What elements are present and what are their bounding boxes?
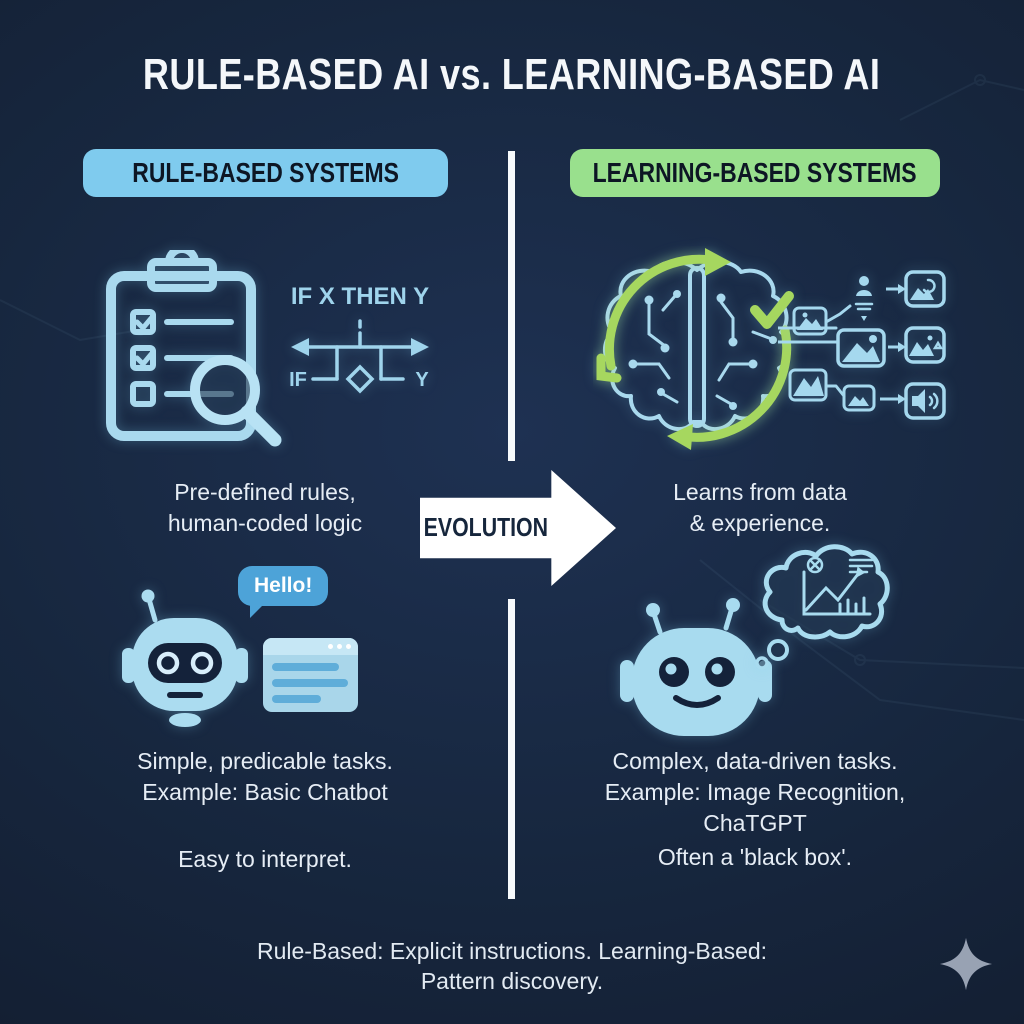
clipboard-checklist-icon bbox=[106, 250, 282, 447]
rule-label: IF X THEN Y bbox=[290, 283, 430, 310]
center-divider-bottom bbox=[508, 599, 515, 899]
learning-tasks-line3: ChaTGPT bbox=[703, 810, 807, 836]
learning-based-header: LEARNING-BASED SYSTEMS bbox=[570, 149, 940, 197]
chatbot-robot-icon bbox=[122, 589, 248, 727]
cycle-arrows-icon bbox=[596, 254, 792, 442]
learning-tasks-line2: Example: Image Recognition, bbox=[604, 779, 906, 805]
footer-line2: Pattern discovery. bbox=[420, 968, 604, 994]
learning-note: Often a 'black box'. bbox=[657, 844, 853, 870]
learning-robot-icon bbox=[620, 598, 772, 736]
magnifier-icon bbox=[190, 355, 282, 447]
evolution-label: EVOLUTION bbox=[423, 512, 548, 543]
learning-description-line1: Learns from data bbox=[673, 479, 847, 505]
chat-window-icon bbox=[263, 638, 358, 712]
sparkle-icon bbox=[939, 937, 993, 991]
learning-description-line2: & experience. bbox=[689, 510, 831, 536]
speech-bubble: Hello! bbox=[238, 566, 329, 618]
window-dot bbox=[328, 644, 333, 649]
window-dot bbox=[346, 644, 351, 649]
footer-summary: Rule-Based: Explicit instructions. Learn… bbox=[212, 936, 812, 996]
check-icon bbox=[750, 291, 794, 329]
thought-bubble-chart-icon bbox=[755, 544, 890, 670]
speech-bubble-text: Hello! bbox=[254, 574, 313, 597]
chat-message-line bbox=[272, 663, 339, 671]
rule-tasks-line1: Simple, predicable tasks. bbox=[137, 748, 393, 774]
page-title: RULE-BASED AI vs. LEARNING-BASED AI bbox=[143, 50, 881, 99]
learning-tasks-line1: Complex, data-driven tasks. bbox=[612, 748, 898, 774]
brain-circuit-icon bbox=[596, 248, 794, 450]
footer-line1: Rule-Based: Explicit instructions. Learn… bbox=[256, 938, 768, 964]
rule-description-line2: human-coded logic bbox=[167, 510, 363, 536]
if-then-flowchart-icon: IF Y bbox=[289, 319, 429, 394]
chat-message-line bbox=[272, 695, 322, 703]
rule-note: Easy to interpret. bbox=[178, 846, 352, 872]
learning-tasks: Complex, data-driven tasks. Example: Ima… bbox=[575, 746, 935, 839]
rule-description: Pre-defined rules, human-coded logic bbox=[95, 477, 435, 539]
chat-window-header bbox=[263, 638, 358, 655]
media-output-flow-icon bbox=[778, 270, 946, 420]
if-then-rule: IF X THEN Y IF Y bbox=[285, 283, 435, 407]
rule-based-header: RULE-BASED SYSTEMS bbox=[83, 149, 448, 197]
rule-description-line1: Pre-defined rules, bbox=[174, 479, 356, 505]
learning-description: Learns from data & experience. bbox=[630, 477, 890, 539]
chat-message-line bbox=[272, 679, 348, 687]
rule-tasks: Simple, predicable tasks. Example: Basic… bbox=[85, 746, 445, 808]
window-dot bbox=[337, 644, 342, 649]
center-divider-top bbox=[508, 151, 515, 461]
flow-y-label: Y bbox=[415, 369, 429, 391]
flow-if-label: IF bbox=[289, 369, 307, 391]
rule-tasks-line2: Example: Basic Chatbot bbox=[142, 779, 388, 805]
